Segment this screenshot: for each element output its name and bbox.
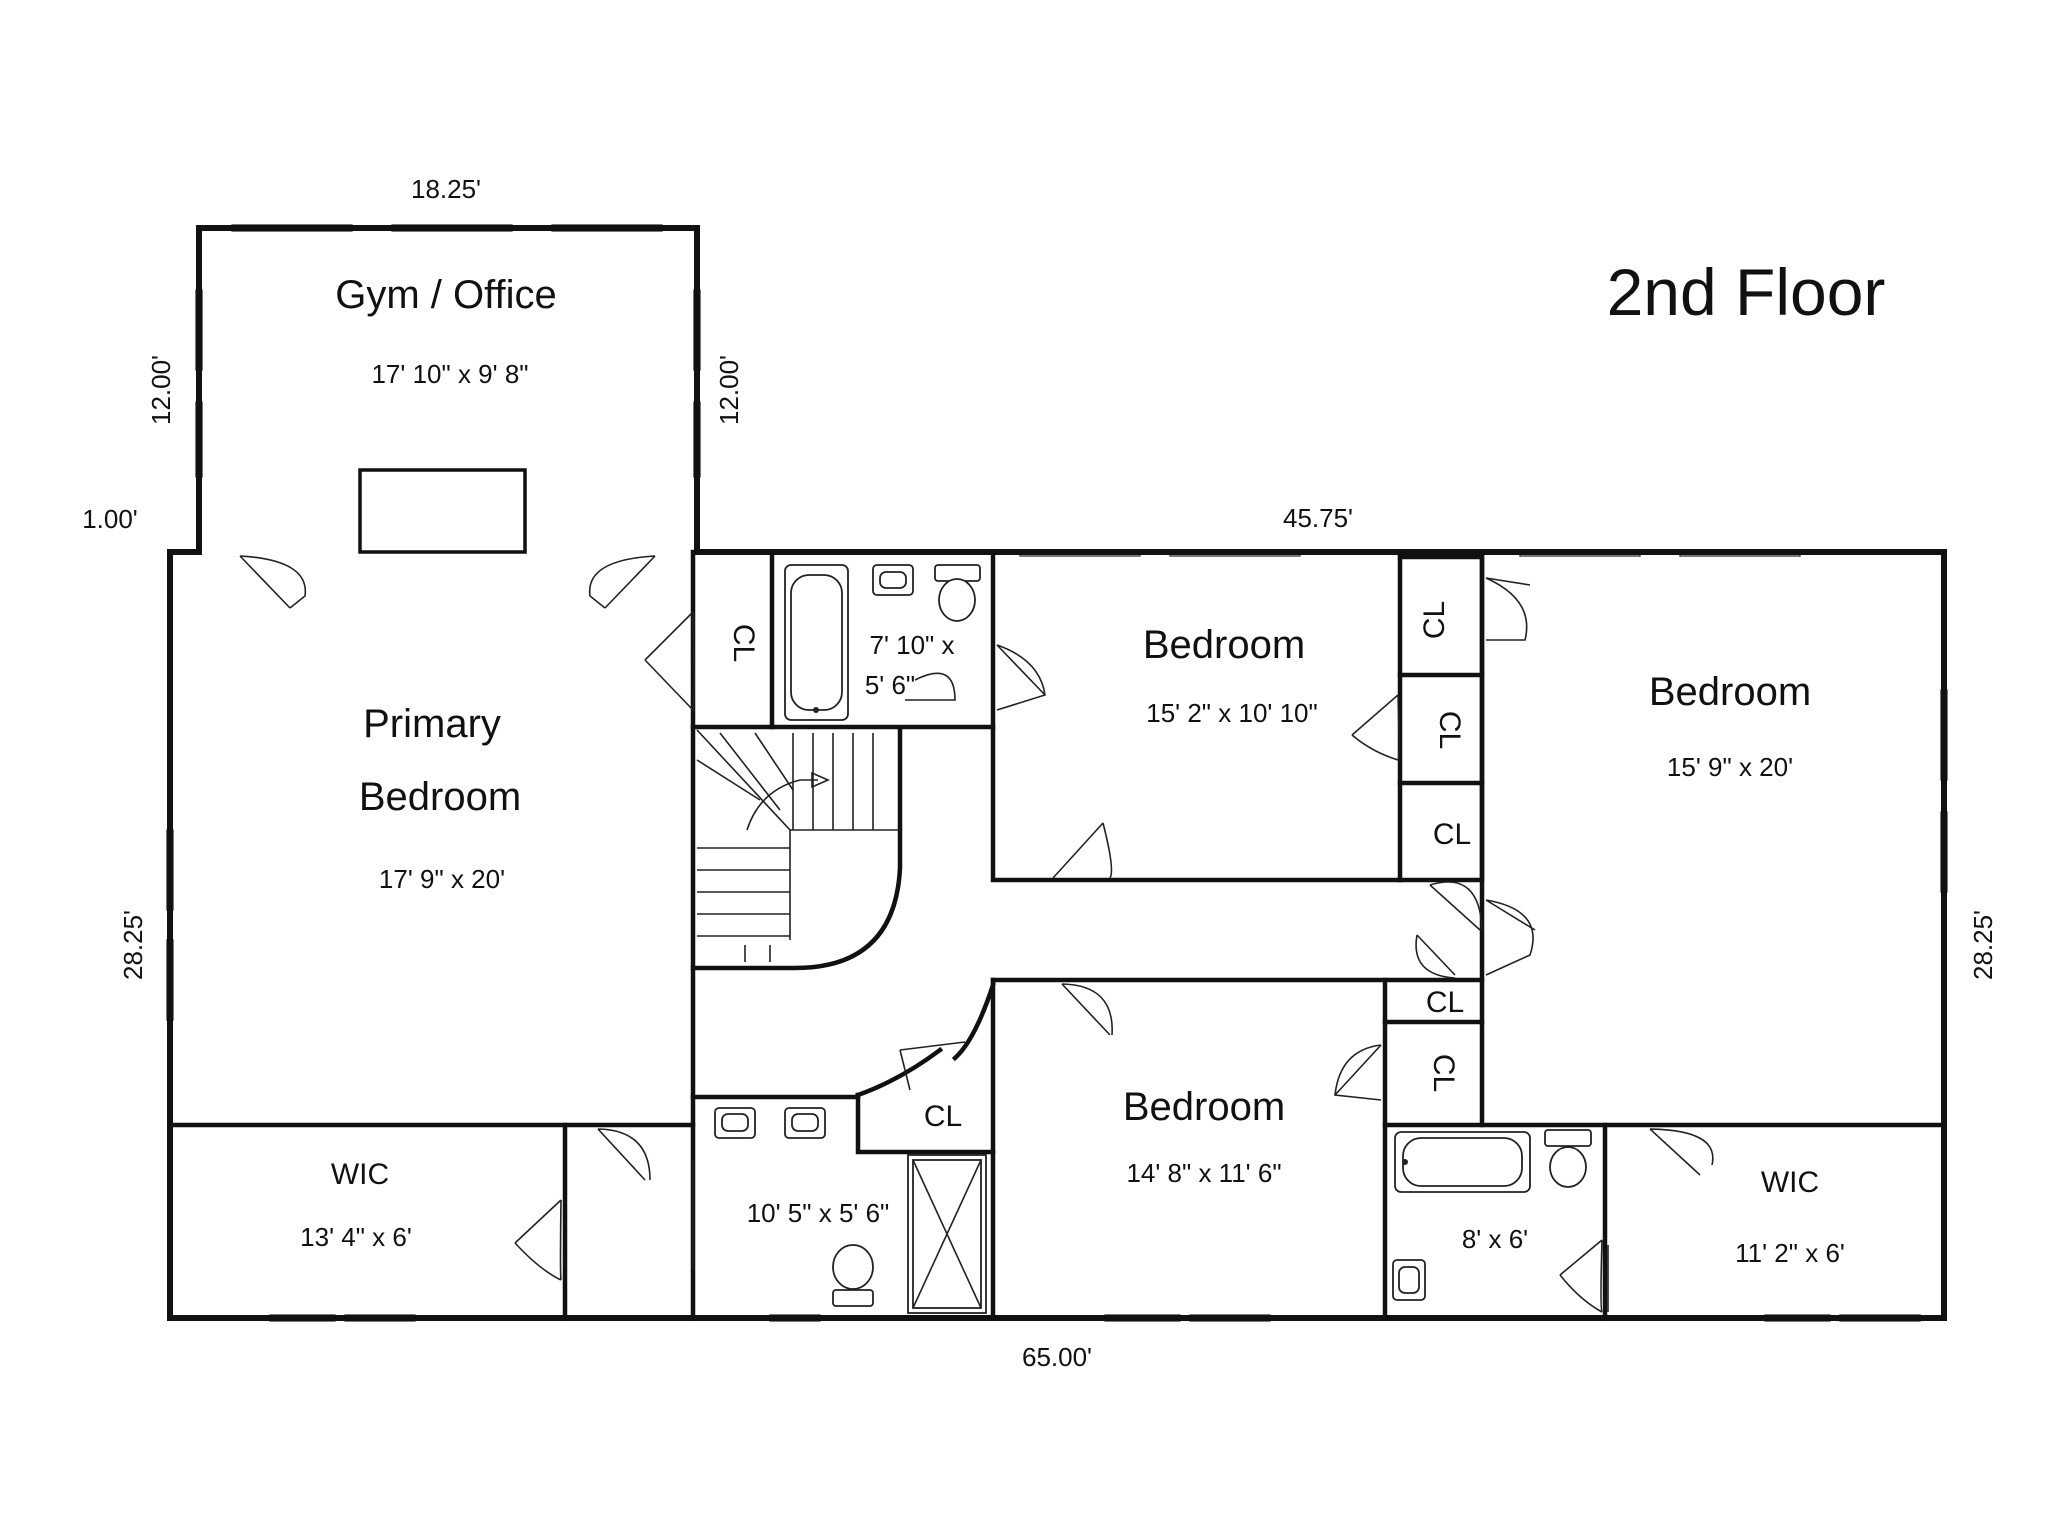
dimension-labels: 18.25' 12.00' 12.00' 1.00' 45.75' 28.25'…	[82, 174, 1998, 1372]
toilet-icon	[1544, 1129, 1592, 1147]
primary-bath-size: 10' 5" x 5' 6"	[747, 1198, 890, 1228]
gym-width-dimension: 18.25'	[411, 174, 481, 204]
bedroom-right-size: 15' 9" x 20'	[1667, 752, 1793, 782]
top-bath-size-line1: 7' 10" x	[869, 630, 954, 660]
right-bath-size: 8' x 6'	[1462, 1224, 1528, 1254]
primary-bedroom-label-line2: Bedroom	[359, 775, 521, 819]
bedroom-right-label: Bedroom	[1649, 670, 1811, 714]
room-labels: Gym / Office 17' 10" x 9' 8" Primary Bed…	[300, 273, 1845, 1268]
wic-left-size: 13' 4" x 6'	[300, 1222, 412, 1252]
right-depth-dimension: 28.25'	[1968, 910, 1998, 980]
offset-dimension: 1.00'	[82, 504, 138, 534]
wic-right-size: 11' 2" x 6'	[1735, 1238, 1845, 1268]
toilet-icon	[832, 1244, 874, 1290]
bedroom-lower-size: 14' 8" x 11' 6"	[1126, 1158, 1281, 1188]
wic-left-label: WIC	[331, 1158, 389, 1191]
upper-width-dimension: 45.75'	[1283, 503, 1353, 533]
closet-label-hall: CL	[1426, 986, 1464, 1019]
built-in-cabinet	[358, 468, 527, 554]
bedroom-mid-label: Bedroom	[1143, 623, 1305, 667]
doors	[239, 555, 1714, 1313]
gym-office-label: Gym / Office	[335, 273, 557, 317]
bedroom-mid-size: 15' 2" x 10' 10"	[1146, 698, 1318, 728]
gym-right-depth-dimension: 12.00'	[714, 355, 744, 425]
top-bath-size-line2: 5' 6"	[865, 670, 915, 700]
bedroom-lower-label: Bedroom	[1123, 1085, 1285, 1129]
closet-label-col2: CL	[1433, 711, 1466, 749]
total-width-dimension: 65.00'	[1022, 1342, 1092, 1372]
primary-bedroom-size: 17' 9" x 20'	[379, 864, 505, 894]
gym-office-size: 17' 10" x 9' 8"	[371, 359, 528, 389]
wic-right-label: WIC	[1761, 1166, 1819, 1199]
left-depth-dimension: 28.25'	[118, 910, 148, 980]
floor-title: 2nd Floor	[1607, 255, 1886, 329]
primary-bedroom-label-line1: Primary	[363, 702, 501, 746]
interior-walls	[167, 549, 1947, 1321]
staircase	[696, 729, 900, 962]
closet-label-top: CL	[727, 624, 760, 662]
closet-labels: CL CL CL CL CL CL CL	[727, 601, 1471, 1133]
exterior-walls	[167, 225, 1947, 1321]
closet-label-col3: CL	[1433, 818, 1471, 851]
fixtures	[714, 564, 1592, 1314]
closet-label-stair: CL	[924, 1100, 962, 1133]
closet-label-lower: CL	[1427, 1054, 1460, 1092]
gym-left-depth-dimension: 12.00'	[146, 355, 176, 425]
closet-label-col1: CL	[1418, 601, 1451, 639]
